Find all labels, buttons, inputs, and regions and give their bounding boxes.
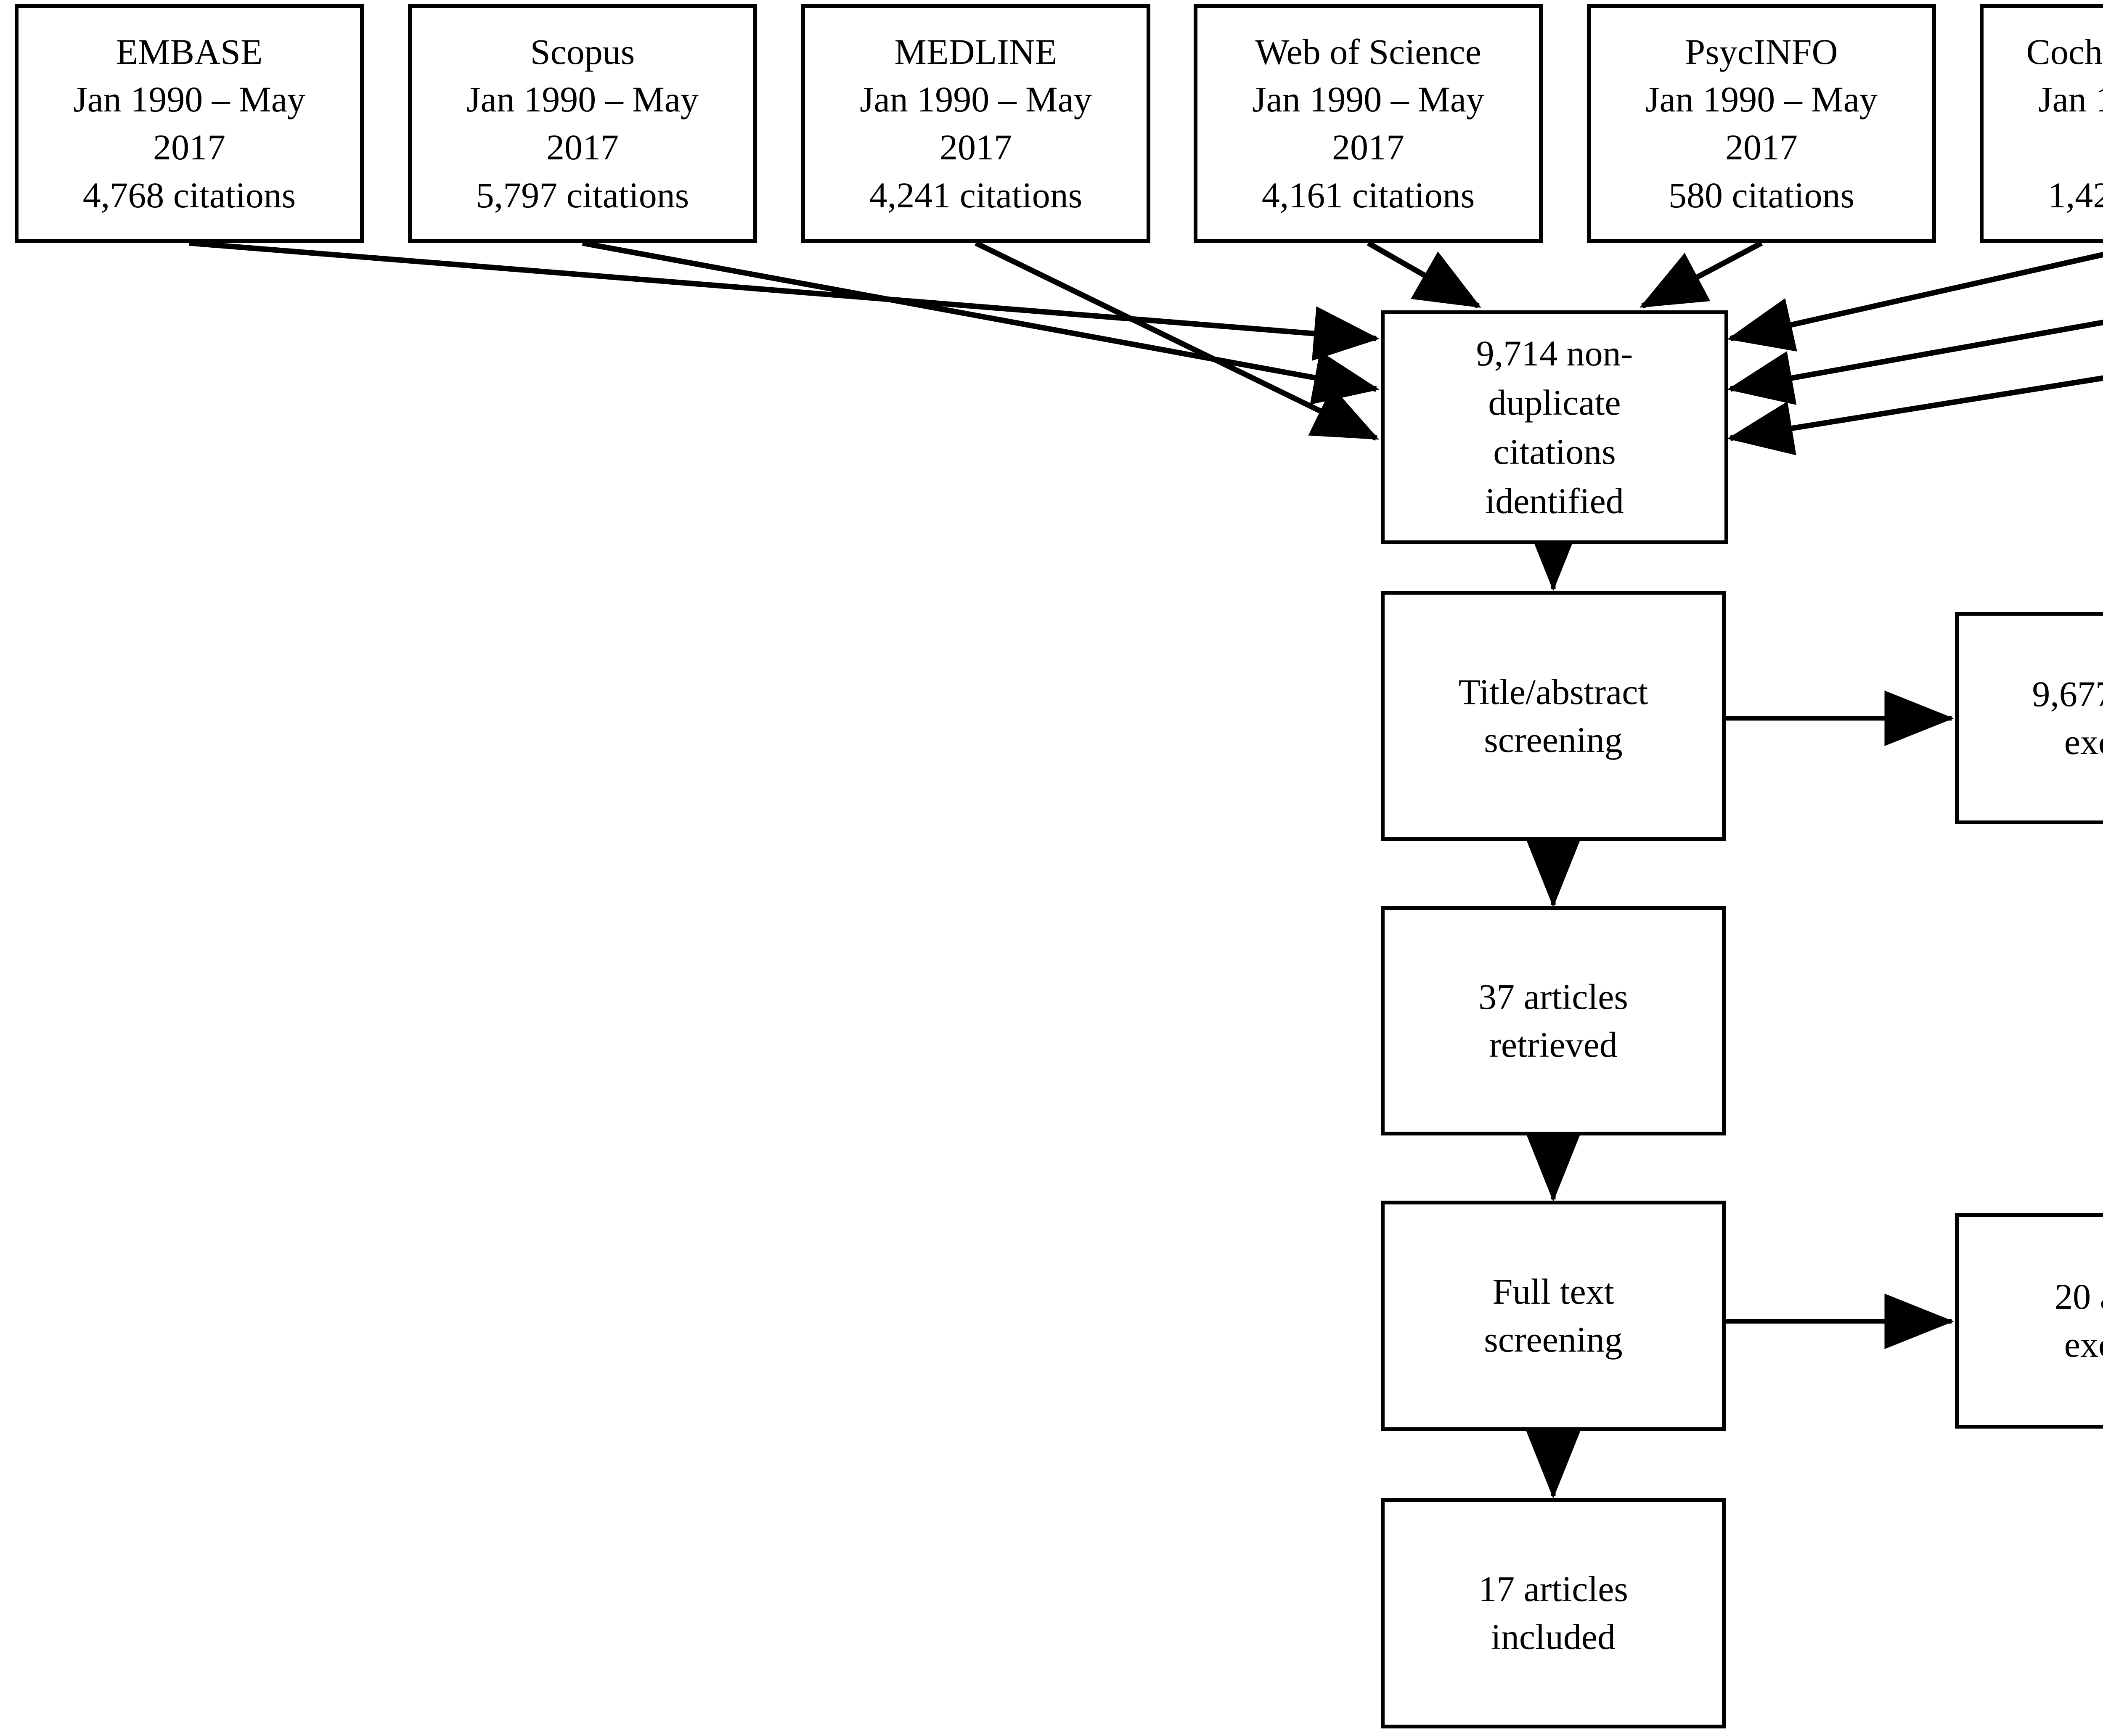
hub-box-non-duplicate-citations[interactable]: 9,714 non- duplicate citations identifie… [1381, 310, 1728, 544]
source-year: 2017 [1725, 127, 1798, 167]
source-name: Scopus [530, 31, 635, 72]
exclusion-box-text: 9,677 articles excluded [1959, 670, 2103, 766]
flow-line-1: 37 articles [1478, 976, 1628, 1017]
source-name: PsycINFO [1685, 31, 1838, 72]
exclusion-line-2: excluded [2064, 1324, 2103, 1365]
flow-line-2: screening [1484, 1319, 1623, 1360]
source-citations: 1,420 citations [2047, 175, 2103, 215]
source-box-text: Scopus Jan 1990 – May 2017 5,797 citatio… [412, 28, 753, 219]
source-box-medline[interactable]: MEDLINE Jan 1990 – May 2017 4,241 citati… [801, 4, 1150, 243]
exclusion-line-1: 9,677 articles [2032, 673, 2103, 714]
connector-scopus-to-hub [582, 240, 1380, 405]
source-year: 2017 [1988, 124, 2103, 172]
source-period: Jan 1990 – May [1252, 79, 1484, 120]
source-box-text: Web of Science Jan 1990 – May 2017 4,161… [1197, 28, 1539, 219]
flow-line-2: included [1491, 1617, 1616, 1657]
source-name: Web of Science [1255, 31, 1481, 72]
source-year: 2017 [1332, 127, 1404, 167]
flow-line-1: Full text [1492, 1271, 1614, 1312]
source-period: Jan 1990 – May [73, 79, 305, 120]
source-period: Jan 1990 – May [2038, 79, 2103, 120]
source-box-text: EMBASE Jan 1990 – May 2017 4,768 citatio… [19, 28, 360, 219]
flow-box-articles-retrieved[interactable]: 37 articles retrieved [1381, 906, 1726, 1135]
flow-box-text: 17 articles included [1385, 1565, 1722, 1661]
source-box-psycinfo[interactable]: PsycINFO Jan 1990 – May 2017 580 citatio… [1587, 4, 1936, 243]
hub-box-text: 9,714 non- duplicate citations identifie… [1385, 329, 1724, 526]
exclusion-box-text: 20 articles excluded [1959, 1273, 2103, 1368]
source-box-text: PsycINFO Jan 1990 – May 2017 580 citatio… [1591, 28, 1932, 219]
flow-box-text: Full text screening [1385, 1268, 1722, 1363]
hub-line-1: 9,714 non- [1476, 333, 1633, 374]
exclusion-box-title-abstract[interactable]: 9,677 articles excluded [1955, 612, 2103, 824]
connector-embase-to-hub [189, 240, 1380, 361]
flow-line-1: 17 articles [1478, 1569, 1628, 1609]
source-box-embase[interactable]: EMBASE Jan 1990 – May 2017 4,768 citatio… [15, 4, 364, 243]
flow-box-full-text-screening[interactable]: Full text screening [1381, 1201, 1726, 1431]
source-box-web-of-science[interactable]: Web of Science Jan 1990 – May 2017 4,161… [1194, 4, 1543, 243]
flow-box-title-abstract-screening[interactable]: Title/abstract screening [1381, 591, 1726, 841]
connector-other-to-hub [1727, 375, 2103, 455]
source-citations: 4,241 citations [869, 175, 1083, 215]
source-citations: 4,768 citations [82, 175, 296, 215]
connector-medline-to-hub [975, 241, 1380, 441]
connector-wos-to-hub [1367, 241, 1481, 309]
source-box-cochrane-library[interactable]: Cochrane Library Jan 1990 – May 2017 1,4… [1980, 4, 2103, 243]
source-period: Jan 1990 – May [1645, 79, 1878, 120]
hub-line-4: identified [1485, 480, 1624, 521]
source-citations: 4,161 citations [1261, 175, 1475, 215]
flow-line-2: screening [1484, 719, 1623, 760]
hub-line-2: duplicate [1488, 382, 1621, 423]
connector-psycinfo-to-hub [1639, 241, 1763, 309]
flow-box-articles-included[interactable]: 17 articles included [1381, 1498, 1726, 1728]
connector-scielo-to-hub [1727, 320, 2103, 405]
source-box-scopus[interactable]: Scopus Jan 1990 – May 2017 5,797 citatio… [408, 4, 757, 243]
source-box-text: MEDLINE Jan 1990 – May 2017 4,241 citati… [805, 28, 1147, 219]
exclusion-connectors [1726, 691, 1954, 1349]
source-year: 2017 [546, 127, 619, 167]
source-citations: 580 citations [1669, 175, 1854, 215]
source-name: MEDLINE [894, 31, 1057, 72]
source-year: 2017 [153, 127, 225, 167]
connector-cochrane-to-hub [1727, 251, 2103, 352]
exclusion-line-2: excluded [2064, 721, 2103, 762]
exclusion-box-full-text[interactable]: 20 articles excluded [1955, 1213, 2103, 1429]
source-period: Jan 1990 – May [860, 79, 1092, 120]
source-to-hub-connectors [189, 240, 2103, 455]
flow-line-2: retrieved [1489, 1024, 1618, 1065]
flow-line-1: Title/abstract [1458, 671, 1648, 712]
source-name: Cochrane Library [2026, 31, 2103, 72]
source-name: EMBASE [116, 31, 263, 72]
exclusion-line-1: 20 articles [2055, 1276, 2103, 1317]
hub-line-3: citations [1493, 431, 1616, 472]
source-year: 2017 [940, 127, 1012, 167]
source-period: Jan 1990 – May [466, 79, 699, 120]
source-citations: 5,797 citations [476, 175, 689, 215]
flow-box-text: 37 articles retrieved [1385, 973, 1722, 1069]
source-box-text: Cochrane Library Jan 1990 – May 2017 1,4… [1984, 28, 2103, 219]
flow-box-text: Title/abstract screening [1385, 668, 1722, 764]
